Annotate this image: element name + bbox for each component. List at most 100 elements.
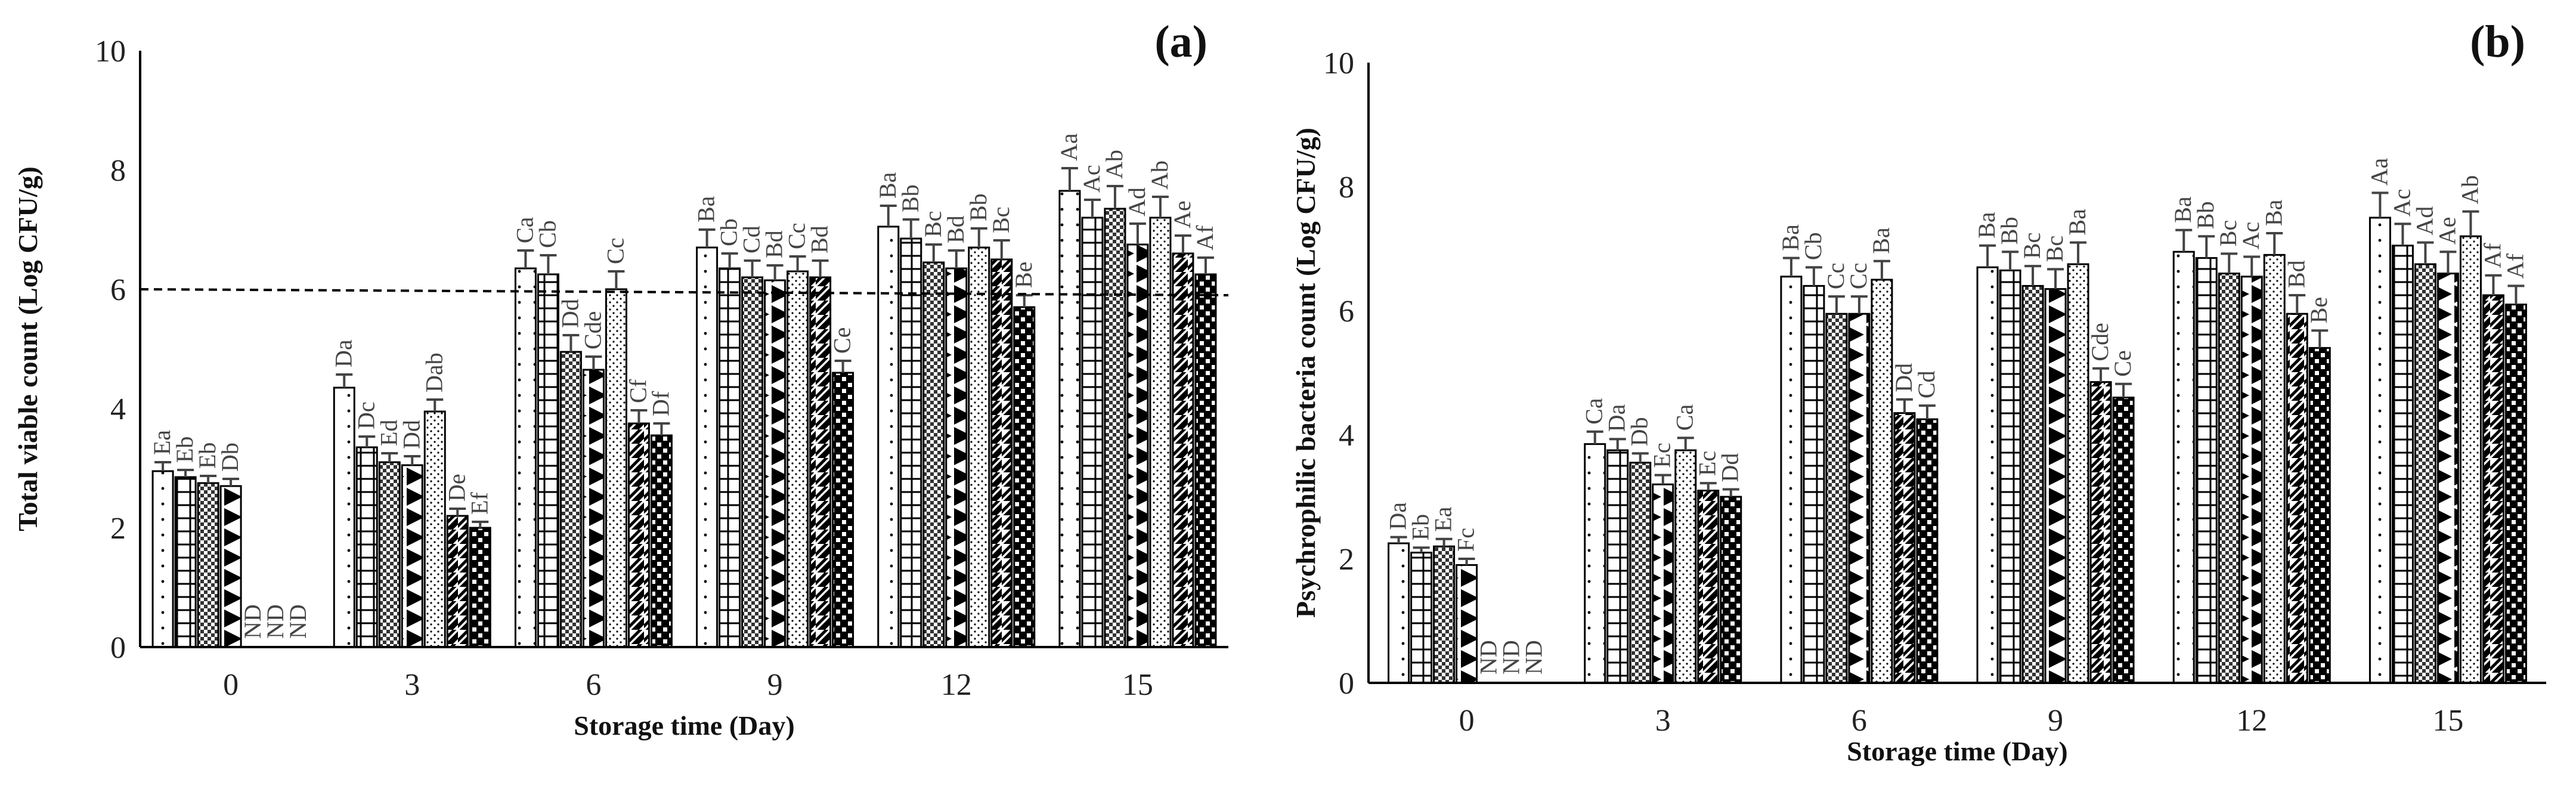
nd-label: ND	[239, 604, 266, 639]
bar	[1388, 542, 1410, 684]
bar	[968, 246, 990, 648]
y-tick-label: 10	[1323, 47, 1354, 81]
bar	[582, 369, 605, 648]
significance-letter: Ac	[2237, 222, 2264, 250]
x-tick-label: 6	[586, 668, 601, 702]
significance-letter: Bb	[897, 184, 924, 212]
bar	[197, 482, 219, 648]
bar	[2391, 245, 2414, 684]
x-tick-label: 0	[223, 668, 239, 702]
significance-letter: Ed	[375, 420, 402, 446]
significance-letter: Ae	[2433, 217, 2460, 245]
significance-letter: Df	[647, 391, 674, 416]
bar	[2414, 263, 2436, 684]
bar	[446, 515, 469, 648]
bar	[1456, 564, 1478, 684]
significance-letter: Cf	[624, 379, 651, 403]
bar	[877, 225, 900, 648]
x-tick-label: 3	[404, 668, 420, 702]
significance-letter: Bd	[2283, 260, 2309, 288]
significance-letter: Be	[1010, 262, 1037, 288]
bar	[787, 270, 809, 648]
y-tick-label: 6	[110, 273, 126, 307]
bar	[2218, 273, 2240, 684]
x-tick-label: 15	[2432, 704, 2463, 738]
significance-letter: Bd	[942, 215, 969, 243]
significance-letter: Cc	[784, 223, 810, 249]
significance-letter: Af	[2479, 243, 2506, 268]
bar	[2067, 263, 2089, 684]
bar	[423, 410, 446, 648]
y-tick-label: 0	[1339, 667, 1354, 701]
bar	[1081, 216, 1104, 648]
significance-letter: Ba	[2169, 196, 2196, 223]
bar	[1149, 216, 1172, 648]
significance-letter: Bd	[761, 230, 788, 258]
bar	[2286, 313, 2308, 684]
bar	[2459, 235, 2482, 684]
threshold-line	[140, 288, 1229, 296]
significance-letter: Bd	[806, 225, 833, 253]
significance-letter: Cd	[1913, 370, 1940, 398]
significance-letter: Ef	[466, 492, 493, 515]
bar	[1848, 313, 1871, 684]
bar	[764, 279, 787, 648]
x-tick-label: 6	[1852, 704, 1867, 738]
bar	[219, 485, 242, 648]
significance-letter: Fc	[1453, 528, 1479, 552]
significance-letter: Ba	[2064, 209, 2091, 236]
significance-letter: Be	[2305, 297, 2332, 323]
significance-letter: Cb	[534, 220, 561, 248]
significance-letter: Eb	[1407, 514, 1434, 540]
bar	[1126, 243, 1149, 648]
bar	[1976, 266, 1999, 684]
y-tick-label: 8	[110, 154, 126, 188]
significance-letter: Dd	[1717, 453, 1744, 482]
significance-letter: Aa	[1055, 133, 1082, 161]
y-tick-label: 2	[1339, 543, 1354, 577]
bar	[1433, 545, 1456, 684]
nd-label: ND	[1521, 640, 1547, 675]
significance-letter: Da	[1385, 502, 1411, 530]
bar	[1803, 284, 1825, 684]
x-axis-title: Storage time (Day)	[574, 710, 794, 741]
panel-label: (b)	[2470, 17, 2525, 67]
bar	[1584, 443, 1606, 684]
bar	[2482, 294, 2504, 684]
significance-letter: Ca	[1581, 398, 1608, 425]
bar	[333, 386, 355, 648]
bar	[2368, 216, 2391, 684]
bar	[1825, 313, 1848, 684]
bar	[2240, 276, 2263, 684]
bar	[514, 267, 537, 648]
bar	[2112, 397, 2135, 684]
significance-letter: Da	[1603, 404, 1630, 432]
bar	[2504, 304, 2527, 684]
significance-letter: Ec	[1649, 443, 1676, 468]
y-axis-title: Psychrophilic bacteria count (Log CFU/g)	[1290, 128, 1321, 618]
bar	[2021, 284, 2044, 684]
bar	[2436, 273, 2459, 684]
significance-letter: Ab	[2456, 175, 2483, 205]
bar	[1013, 306, 1036, 648]
significance-letter: Bb	[2192, 202, 2219, 230]
significance-letter: Ec	[1694, 451, 1721, 476]
significance-letter: Cc	[1845, 263, 1872, 289]
y-tick-label: 10	[95, 35, 126, 69]
significance-letter: De	[443, 474, 470, 502]
x-tick-label: 0	[1459, 704, 1475, 738]
y-axis-title: Total viable count (Log CFU/g)	[13, 166, 43, 531]
significance-letter: Cde	[579, 311, 606, 349]
significance-letter: Bc	[2018, 233, 2045, 259]
significance-letter: Bc	[2215, 220, 2241, 246]
bar	[1780, 276, 1803, 684]
significance-letter: Ca	[1671, 404, 1698, 431]
bar	[2089, 381, 2112, 684]
nd-label: ND	[1498, 640, 1525, 675]
significance-letter: Af	[2501, 253, 2528, 279]
significance-letter: Cc	[602, 238, 628, 264]
significance-letter: Ba	[874, 172, 901, 199]
significance-letter: Cd	[738, 225, 765, 253]
bar	[627, 422, 650, 648]
